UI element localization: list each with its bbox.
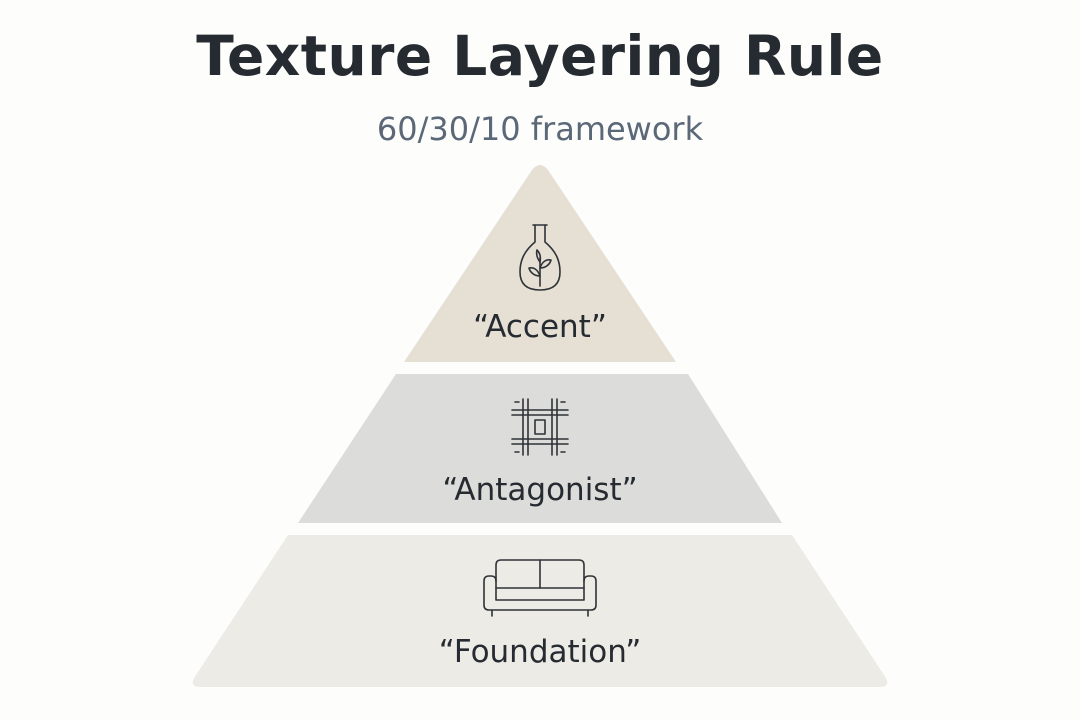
tier-accent-label: “Accent” xyxy=(473,309,607,345)
sofa-icon xyxy=(483,559,597,617)
diagram-subtitle: 60/30/10 framework xyxy=(376,110,704,148)
tier-antagonist-label: “Antagonist” xyxy=(442,472,637,508)
tier-antagonist-shape xyxy=(298,374,782,523)
tier-antagonist: “Antagonist” xyxy=(298,374,782,523)
tier-foundation: “Foundation” xyxy=(192,535,888,687)
vase-icon xyxy=(519,224,561,291)
tier-foundation-label: “Foundation” xyxy=(439,634,642,670)
tier-accent: “Accent” xyxy=(404,165,676,362)
diagram-title: Texture Layering Rule xyxy=(196,24,884,88)
tier-foundation-shape xyxy=(192,535,888,687)
woven-texture-icon xyxy=(511,398,569,456)
